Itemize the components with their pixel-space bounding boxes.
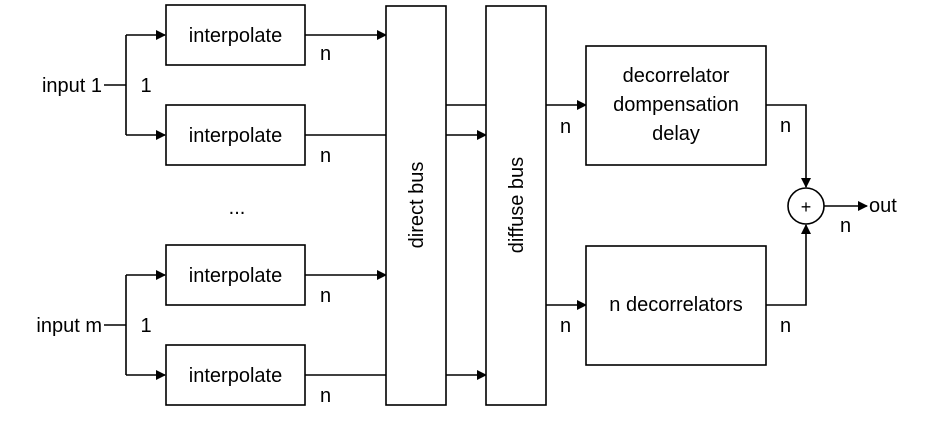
interpolate-label: interpolate xyxy=(189,25,282,47)
decorrelator-compensation-line-3: delay xyxy=(652,123,700,145)
decorrelator-compensation-delay-block: decorrelator dompensation delay xyxy=(585,45,767,166)
channel-count-label: n xyxy=(780,115,791,137)
input-1-fanout-count: 1 xyxy=(140,75,151,97)
direct-bus-label: direct bus xyxy=(406,162,428,249)
decorrelator-compensation-line-2: dompensation xyxy=(613,94,739,116)
channel-count-label: n xyxy=(320,145,331,167)
input-m-label: input m xyxy=(36,315,102,337)
diffuse-bus: diffuse bus xyxy=(485,5,547,406)
interpolate-block: interpolate xyxy=(165,104,306,166)
sum-symbol: + xyxy=(801,197,812,217)
channel-count-label: n xyxy=(320,385,331,407)
channel-count-label: n xyxy=(320,285,331,307)
input-1-wires xyxy=(104,30,166,140)
summing-wires xyxy=(766,104,868,306)
channel-count-label: n xyxy=(560,315,571,337)
output-label: out xyxy=(869,195,897,217)
channel-count-label: n xyxy=(320,43,331,65)
interpolate-label: interpolate xyxy=(189,125,282,147)
direct-bus: direct bus xyxy=(385,5,447,406)
interpolate-label: interpolate xyxy=(189,365,282,387)
ellipsis: ... xyxy=(229,197,246,219)
interpolate-label: interpolate xyxy=(189,265,282,287)
channel-count-label: n xyxy=(780,315,791,337)
summing-junction: + xyxy=(787,187,825,225)
n-decorrelators-label: n decorrelators xyxy=(609,294,742,316)
input-m-fanout-count: 1 xyxy=(140,315,151,337)
input-m-wires xyxy=(104,270,166,380)
interpolate-block: interpolate xyxy=(165,344,306,406)
interpolate-block: interpolate xyxy=(165,4,306,66)
channel-count-label: n xyxy=(560,116,571,138)
diffuse-bus-label: diffuse bus xyxy=(506,157,528,253)
decorrelator-compensation-line-1: decorrelator xyxy=(623,65,730,87)
channel-count-label: n xyxy=(840,215,851,237)
n-decorrelators-block: n decorrelators xyxy=(585,245,767,366)
input-1-label: input 1 xyxy=(42,75,102,97)
interpolate-block: interpolate xyxy=(165,244,306,306)
